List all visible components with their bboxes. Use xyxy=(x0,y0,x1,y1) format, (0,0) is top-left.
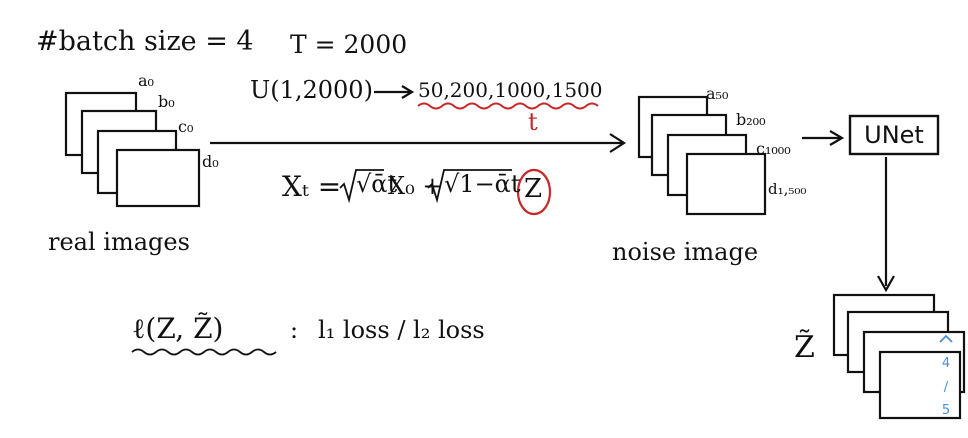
formula-sqrt-alpha: √ᾱt xyxy=(356,170,398,198)
formula-sqrt-one-minus: √1−ᾱt xyxy=(444,170,521,198)
formula-noise-z: Z xyxy=(524,174,543,204)
formula-radicals xyxy=(339,169,512,204)
batch-size-label: #batch size = 4 xyxy=(36,26,254,57)
loss-underline xyxy=(131,348,277,356)
formula-lhs: Xₜ = xyxy=(282,170,342,203)
timesteps-underline xyxy=(417,102,599,110)
unet-input-arrow xyxy=(802,130,845,146)
page-current: 4 xyxy=(941,356,951,372)
noise-label-b200: b₂₀₀ xyxy=(736,110,766,129)
page-divider: / xyxy=(943,379,949,395)
unet-box xyxy=(848,114,940,156)
noise-image-caption: noise image xyxy=(612,238,759,266)
distribution-label: U(1,2000) xyxy=(250,76,373,104)
unet-output-arrow xyxy=(877,157,895,293)
noise-highlight-circle xyxy=(516,168,552,216)
real-image-d0 xyxy=(115,148,201,208)
noise-label-d1500: d₁,₅₀₀ xyxy=(768,180,807,198)
page-total: 5 xyxy=(941,402,951,418)
unet-label: UNet xyxy=(864,121,924,149)
sampling-arrow xyxy=(374,85,415,99)
noise-label-a50: a₅₀ xyxy=(706,84,729,103)
noise-label-c1000: c₁₀₀₀ xyxy=(756,139,791,158)
real-label-b0: b₀ xyxy=(158,92,175,111)
predicted-noise-stack xyxy=(832,293,966,420)
real-images-stack xyxy=(64,91,201,208)
loss-expression: ℓ(Z, Z̃) xyxy=(132,312,224,345)
noise-image-d1500 xyxy=(685,152,767,216)
real-label-c0: c₀ xyxy=(178,117,194,136)
predicted-noise-label: Z̃ xyxy=(794,330,815,365)
formula-x0: X₀ + xyxy=(388,172,443,200)
timesteps-label: T = 2000 xyxy=(290,30,408,59)
real-images-caption: real images xyxy=(48,228,190,256)
chevron-up-icon[interactable] xyxy=(938,334,954,348)
real-label-d0: d₀ xyxy=(202,152,219,171)
real-label-a0: a₀ xyxy=(138,71,154,90)
loss-separator: : xyxy=(290,316,299,344)
sampled-timesteps: 50,200,1000,1500 xyxy=(418,78,603,102)
main-arrow xyxy=(210,133,627,153)
noise-images-stack xyxy=(637,95,767,216)
timestep-t-label: t xyxy=(528,108,538,136)
predicted-noise-4 xyxy=(878,350,962,420)
loss-options: l₁ loss / l₂ loss xyxy=(318,316,485,344)
page-pager: 4 / 5 xyxy=(932,334,960,418)
